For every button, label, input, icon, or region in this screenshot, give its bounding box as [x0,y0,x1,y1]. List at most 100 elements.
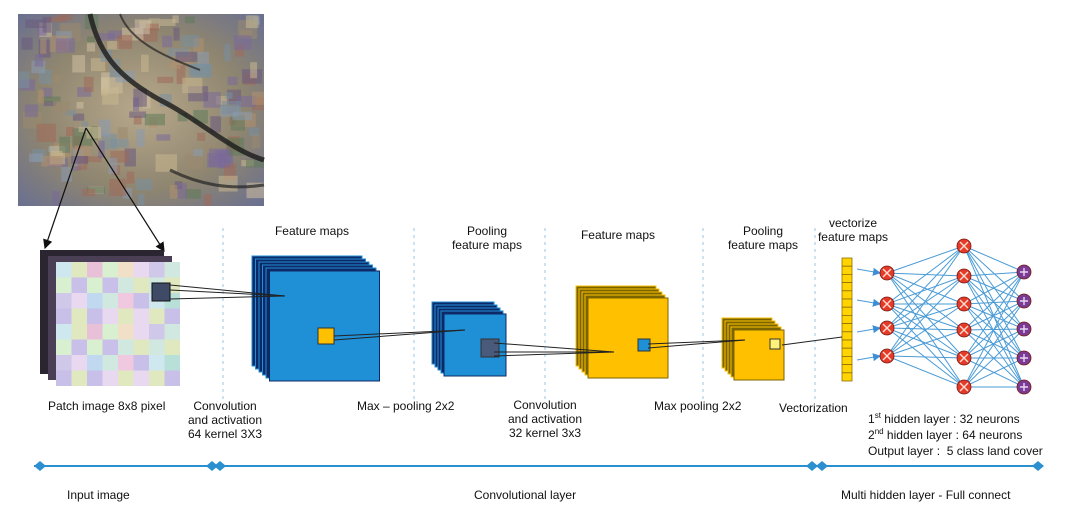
satellite-tile [177,112,188,122]
satellite-tile [245,15,259,28]
map-layer [733,329,785,381]
hidden1-neuron [879,348,895,364]
patch-pixel [71,262,87,278]
satellite-tile [144,113,166,126]
satellite-tile [210,116,222,133]
satellite-tile [116,34,133,49]
satellite-tile [251,133,261,149]
input-connection [856,298,881,307]
patch-pixel [133,277,149,293]
patch-pixel [164,308,180,324]
satellite-tile [43,101,57,107]
satellite-tile [109,178,127,197]
vector-cell [841,314,853,324]
satellite-tile [42,87,53,99]
hidden2-num: 2 [868,428,875,442]
label-hidden-layer-2: 2nd hidden layer : 64 neurons [868,427,1022,443]
satellite-tile [172,15,179,23]
output-neuron [1016,293,1032,309]
satellite-tile [72,55,86,73]
patch-pixel [102,324,118,340]
hidden2-neuron [956,238,972,254]
satellite-tile [55,38,75,53]
satellite-tile [86,126,102,139]
output-neuron [1016,350,1032,366]
satellite-tile [173,27,180,41]
patch-pixel [56,293,72,309]
satellite-tile [78,126,87,133]
patch-pixel [102,308,118,324]
satellite-tile [81,121,88,130]
satellite-tile [101,55,113,72]
vector-cell [841,339,853,349]
patch-pixel [71,277,87,293]
satellite-tile [234,35,252,50]
satellite-tile [42,16,52,33]
patch-pixel [118,370,134,386]
satellite-tile [215,96,229,105]
satellite-tile [41,155,63,167]
satellite-tile [133,88,147,107]
satellite-tile [71,155,89,164]
input-connection [856,267,881,276]
label-patch-image: Patch image 8x8 pixel [48,399,166,413]
patch-pixel [164,324,180,340]
kernel-window [637,338,651,352]
satellite-tile [34,54,44,67]
synapse [886,303,965,331]
satellite-tile [74,145,91,157]
label-feature-maps-2: Feature maps [580,228,656,242]
map-layer [587,297,669,379]
vector-cell [841,372,853,382]
satellite-tile [176,65,186,84]
kernel-window [480,338,500,358]
satellite-tile [50,150,63,157]
satellite-tile [134,19,150,35]
satellite-tile [124,148,136,167]
synapse [886,245,965,329]
satellite-tile [248,127,259,136]
synapse [963,300,1025,305]
satellite-tile [232,111,252,121]
satellite-tile [185,154,204,170]
patch-pixel [149,308,165,324]
satellite-tile [59,136,71,153]
patch-pixel [71,293,87,309]
patch-pixel [164,262,180,278]
patch-pixel [71,355,87,371]
vector-cell [841,306,853,316]
patch-pixel [87,262,103,278]
synapse [886,303,965,388]
satellite-tile [159,19,176,27]
satellite-tile [224,44,231,62]
label-vectorization: Vectorization [779,401,848,415]
patch-pixel [87,277,103,293]
satellite-tile [98,140,105,159]
vector-cell [841,347,853,357]
patch-arrow-right [85,127,165,253]
patch-pixel [149,355,165,371]
hidden2-sup: nd [874,427,884,436]
input-connection [856,325,881,334]
input-connection [856,353,881,362]
hidden1-sup: st [874,411,881,420]
kernel-window [317,327,335,345]
hidden2-neuron [956,268,972,284]
satellite-tile [185,189,202,199]
satellite-tile [162,35,173,48]
map-layer [269,270,380,382]
patch-pixel [56,277,72,293]
projection-lines [169,284,843,357]
section-full-connect: Multi hidden layer - Full connect [841,488,1011,502]
vector-cell [841,298,853,308]
satellite-tile [37,26,47,36]
output-neuron [1016,321,1032,337]
satellite-tile [169,184,178,199]
synapse [886,303,965,357]
satellite-tile [98,33,116,41]
patch-pixel [149,262,165,278]
synapse [886,245,965,305]
synapse [963,271,1025,277]
hidden2-neuron [956,350,972,366]
satellite-tile [86,186,106,194]
